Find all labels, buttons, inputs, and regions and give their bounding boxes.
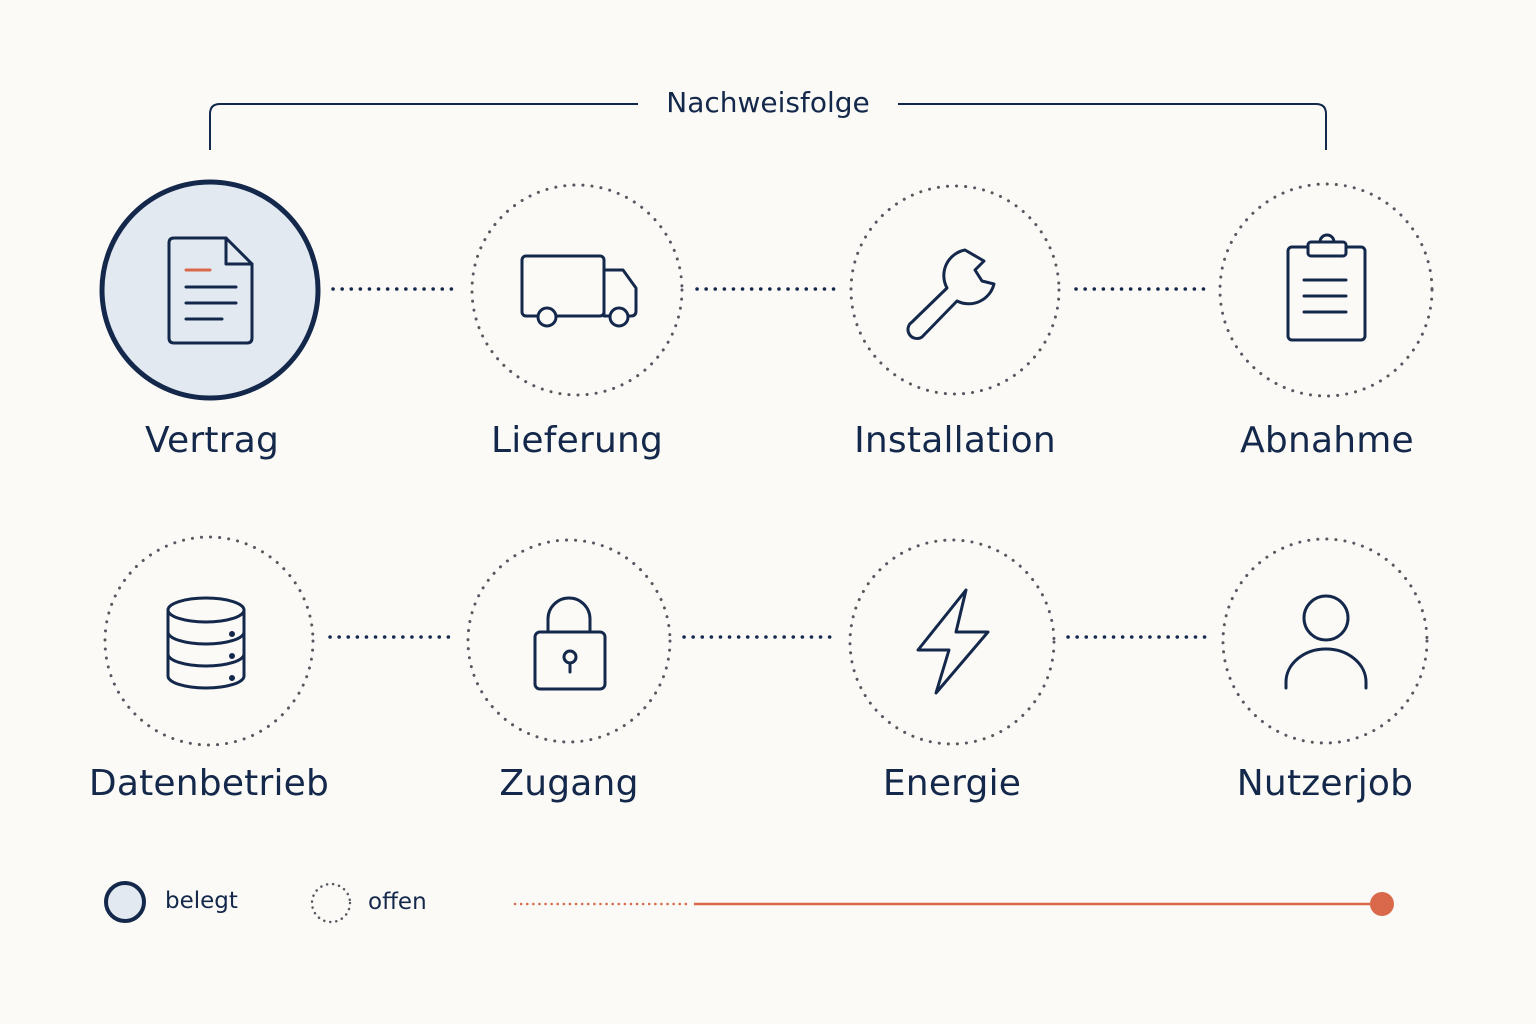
lightning-icon xyxy=(916,588,990,695)
legend-open-marker xyxy=(310,882,352,924)
step-label-lieferung: Lieferung xyxy=(490,420,664,461)
step-node-zugang[interactable] xyxy=(466,538,672,744)
step-label-vertrag: Vertrag xyxy=(144,420,280,461)
diagram-title: Nachweisfolge xyxy=(652,86,884,119)
step-node-nutzerjob[interactable] xyxy=(1221,537,1429,745)
truck-icon xyxy=(520,254,638,328)
step-node-installation[interactable] xyxy=(849,184,1061,396)
document-icon xyxy=(167,236,254,345)
step-node-lieferung[interactable] xyxy=(470,183,684,397)
step-label-nutzerjob: Nutzerjob xyxy=(1236,763,1414,804)
title-bracket xyxy=(209,103,1327,150)
user-icon xyxy=(1284,594,1368,690)
progress-end-dot xyxy=(1370,892,1394,916)
clipboard-icon xyxy=(1286,233,1367,342)
step-label-zugang: Zugang xyxy=(499,763,639,804)
step-node-abnahme[interactable] xyxy=(1218,182,1434,398)
wrench-icon xyxy=(906,248,996,340)
step-node-energie[interactable] xyxy=(848,538,1056,746)
step-node-vertrag[interactable] xyxy=(99,179,321,401)
step-label-installation: Installation xyxy=(854,420,1056,461)
database-icon xyxy=(166,596,246,690)
legend-filled-label: belegt xyxy=(165,888,238,914)
legend-filled-marker xyxy=(104,881,146,923)
step-label-abnahme: Abnahme xyxy=(1240,420,1414,461)
lock-icon xyxy=(533,596,607,691)
step-label-datenbetrieb: Datenbetrieb xyxy=(88,763,330,804)
legend-open-label: offen xyxy=(368,889,427,915)
step-node-datenbetrieb[interactable] xyxy=(103,535,315,747)
step-label-energie: Energie xyxy=(882,763,1022,804)
